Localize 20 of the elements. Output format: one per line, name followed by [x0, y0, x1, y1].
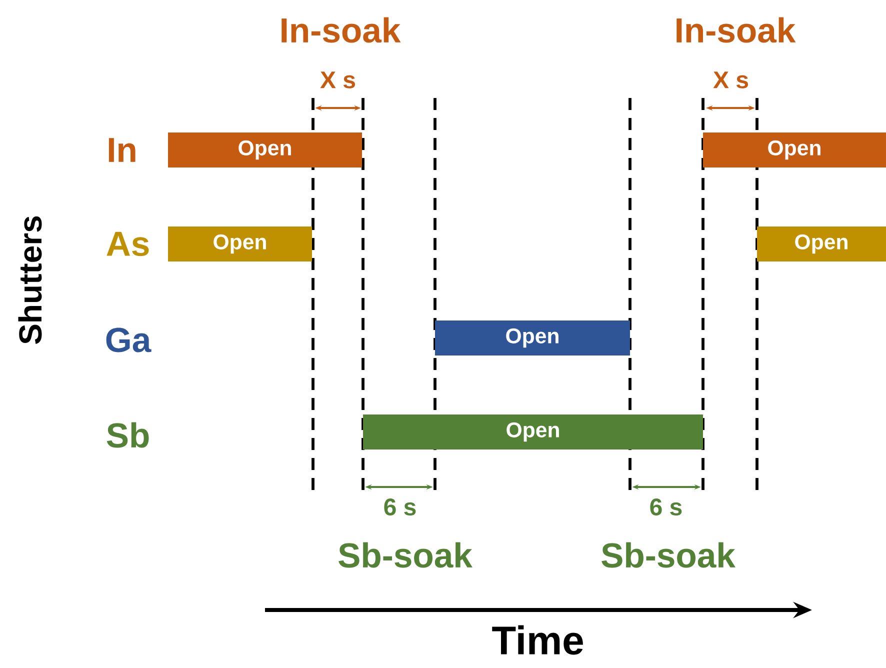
phase-label: Sb-soak — [602, 542, 736, 568]
duration-label: X s — [320, 72, 355, 88]
shutter-bar: Open — [757, 226, 886, 262]
phase-label: In-soak — [282, 17, 401, 43]
phase-label: In-soak — [676, 17, 796, 43]
axis-title: Shutters — [18, 216, 42, 344]
duration-label: X s — [713, 72, 748, 88]
shutter-bar: Open — [435, 320, 630, 356]
shutter-bar: Open — [168, 132, 362, 168]
shutter-bar: Open — [363, 414, 703, 450]
row-label: As — [106, 232, 149, 256]
shutter-bar: Open — [703, 132, 886, 168]
shutter-bar: Open — [168, 226, 312, 262]
duration-label: 6 s — [384, 498, 416, 516]
row-label: Ga — [106, 328, 152, 352]
row-label: In — [108, 138, 136, 162]
duration-label: 6 s — [650, 498, 682, 516]
phase-label: Sb-soak — [338, 542, 472, 568]
row-label: Sb — [106, 422, 149, 448]
axis-title: Time — [492, 625, 583, 655]
